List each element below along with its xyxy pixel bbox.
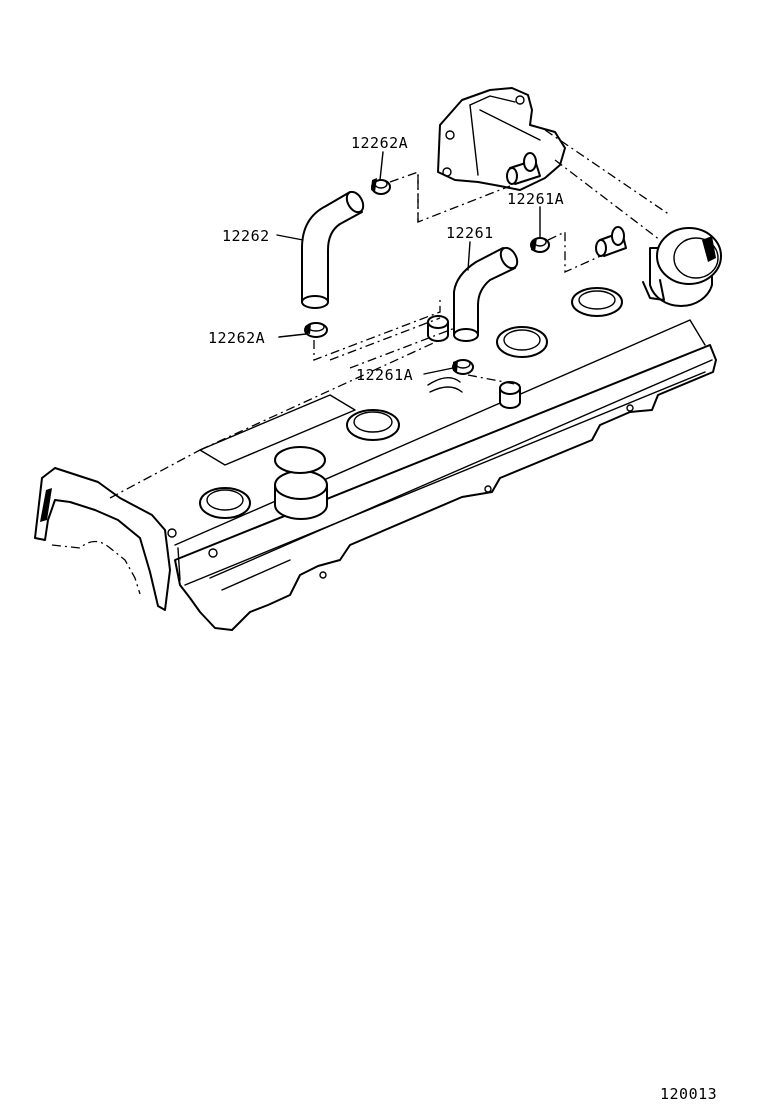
- hose-12261: [453, 246, 519, 342]
- assembly-lines: [313, 171, 606, 386]
- breather-cap: [595, 226, 722, 308]
- breather-boss-rear: [499, 381, 521, 409]
- hose-12262: [301, 190, 365, 309]
- clamp-12262a-lower: [304, 322, 328, 338]
- timing-cover-end: [34, 467, 171, 611]
- leader-lines: [276, 151, 541, 375]
- callout-12262a-lower: 12262A: [208, 329, 265, 347]
- callout-12261a-upper: 12261A: [507, 190, 564, 208]
- callout-12261: 12261: [446, 224, 494, 242]
- plug-hole-3: [496, 326, 548, 358]
- clamp-12261a-lower: [452, 359, 474, 375]
- breather-housing: [437, 87, 671, 241]
- cylinder-head-cover: [34, 287, 717, 631]
- clamp-12262a-upper: [371, 178, 391, 195]
- plug-hole-2: [346, 409, 400, 441]
- oil-filler-cap: [274, 446, 328, 520]
- callout-12261a-lower: 12261A: [356, 366, 413, 384]
- plug-hole-1: [199, 487, 251, 519]
- plug-hole-4: [571, 287, 623, 317]
- breather-boss-front: [427, 315, 449, 342]
- callout-12262: 12262: [222, 227, 270, 245]
- diagram-id: 120013: [660, 1085, 717, 1103]
- breather-boss-center: [427, 377, 463, 393]
- callout-12262a-upper: 12262A: [351, 134, 408, 152]
- clamp-12261a-upper: [530, 237, 550, 253]
